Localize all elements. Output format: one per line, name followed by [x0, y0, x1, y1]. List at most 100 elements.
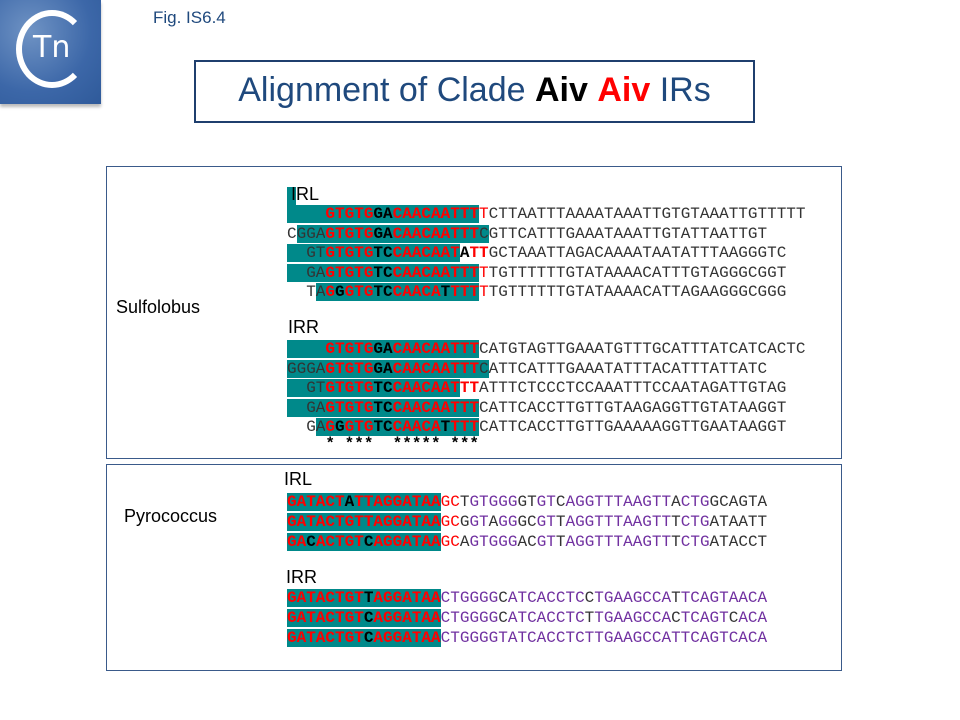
highlighted-segment: GA [373, 205, 393, 223]
sequence-segment: TGTTTTTTGTATAAAACATTTGTAGGGCGGT [488, 264, 787, 282]
sequence-segment: T [459, 493, 470, 511]
highlighted-segment: GATACT [287, 493, 345, 511]
highlighted-segment: C [479, 360, 489, 378]
sequence-segment: TGAAGCCA [594, 589, 672, 607]
sulfolobus-irr-sequence-row: GAGGGTGTCCAACATTTTCATTCACCTTGTTGAAAAAGGT… [287, 418, 787, 436]
highlighted-segment: GGA [296, 225, 326, 243]
highlighted-segment: GTGTG [325, 399, 374, 417]
highlighted-segment: T [363, 589, 374, 607]
sequence-segment: GC [440, 533, 460, 551]
sequence-segment: ATTTCTCCCTCCAAATTTCCAATAGATTGTAG [479, 379, 787, 397]
highlighted-segment: TC [373, 379, 393, 397]
sequence-segment: C [728, 609, 739, 627]
highlighted-segment: A [315, 418, 326, 436]
highlighted-segment: GGGA [287, 360, 326, 378]
highlighted-segment: GA [373, 360, 393, 378]
sequence-segment: T [555, 533, 566, 551]
highlighted-segment: CAACAATTT [392, 225, 480, 243]
sequence-segment: GT [536, 533, 556, 551]
highlighted-segment: CAACAATTT [392, 264, 480, 282]
highlighted-segment: GATACTGT [287, 609, 364, 627]
sequence-segment: ATAATT [709, 513, 768, 531]
highlighted-segment: T [440, 418, 451, 436]
sequence-segment: GTTCATTTGAAATAAATTGTATTAATTGT [488, 225, 768, 243]
highlighted-segment: AGGATAA [373, 533, 441, 551]
sulfolobus-irr-sequence-row: GTGTGGACAACAATTTCATGTAGTTGAAATGTTTGCATTT… [287, 340, 806, 358]
highlighted-segment: CAACA [392, 418, 441, 436]
sequence-segment: ACA [738, 609, 768, 627]
highlighted-segment: GA [373, 340, 393, 358]
sequence-segment: C [498, 609, 508, 627]
sequence-segment: T [584, 609, 595, 627]
highlighted-segment: TC [373, 283, 393, 301]
title-space [588, 71, 597, 109]
pyrococcus-irl-sequence-row: GACACTGTCAGGATAAGCAGTGGGACGTTAGGTTTAAGTT… [287, 533, 767, 551]
highlighted-segment: GTG [344, 418, 374, 436]
sequence-segment: T [671, 533, 681, 551]
sequence-segment: AGGTTTAAGTT [565, 513, 672, 531]
highlighted-segment: AGGATAA [373, 589, 441, 607]
pyrococcus-irr-sequence-row: GATACTGTCAGGATAACTGGGGTATCACCTCTTGAAGCCA… [287, 629, 768, 647]
sequence-segment: G [459, 513, 470, 531]
highlighted-segment: AGGATAA [373, 609, 441, 627]
sulfolobus-irl-sequence-row: GTGTGTGTCCAACAATATTGCTAAATTAGACAAAATAATA… [287, 244, 786, 262]
sequence-segment: A [488, 513, 499, 531]
highlighted-segment: G [335, 283, 345, 301]
highlighted-segment: C [363, 609, 374, 627]
highlighted-segment: GT [306, 244, 326, 262]
highlighted-segment [287, 244, 307, 262]
highlighted-segment: GTGTG [325, 264, 374, 282]
highlighted-segment: GTGTG [325, 379, 374, 397]
conservation-stars: * *** ***** *** [287, 435, 480, 453]
highlighted-segment: GA [287, 533, 307, 551]
sulfolobus-irr-sequence-row: GAGTGTGTCCAACAATTTCATTCACCTTGTTGTAAGAGGT… [287, 399, 787, 417]
logo-text: Tn [33, 30, 71, 65]
sequence-segment: CTG [680, 493, 710, 511]
title-aiv-red: Aiv [597, 71, 651, 109]
sequence-segment: CATTCACCTTGTTGAAAAAGGTTGAATAAGGT [479, 418, 787, 436]
sequence-segment: A [671, 493, 681, 511]
sequence-segment: GC [440, 513, 460, 531]
sequence-segment: CTGGGG [440, 609, 499, 627]
highlighted-segment: G [335, 418, 345, 436]
sequence-segment: GTGGG [469, 533, 518, 551]
pyrococcus-irl-sequence-row: GATACTGTTAGGATAAGCGGTAGGGCGTTAGGTTTAAGTT… [287, 513, 768, 531]
sequence-segment: CTGGGGTATCACCTCTTGAAGCCATTCAGTCACA [440, 629, 768, 647]
sequence-segment: CATTCACCTTGTTGTAAGAGGTTGTATAAGGT [479, 399, 787, 417]
highlighted-segment: T [440, 283, 451, 301]
highlighted-segment: TC [373, 264, 393, 282]
sequence-segment: TGTTTTTTGTATAAAACATTAGAAGGGCGGG [488, 283, 787, 301]
highlighted-segment: GA [306, 264, 326, 282]
sulfolobus-irr-label: IRR [288, 317, 319, 337]
sequence-segment: C [555, 493, 566, 511]
pyrococcus-irl-sequence-row: GATACTATTAGGATAAGCTGTGGGGTGTCAGGTTTAAGTT… [287, 493, 767, 511]
pyrococcus-panel [106, 464, 842, 671]
sequence-segment: GT [536, 513, 556, 531]
title-text: Alignment of Clade [238, 71, 535, 109]
sequence-segment: TT [459, 379, 480, 397]
highlighted-segment: GATACTGT [287, 589, 364, 607]
sequence-segment: GG [498, 513, 518, 531]
sequence-segment: T [671, 513, 681, 531]
sequence-segment: TCAGTAACA [680, 589, 768, 607]
highlighted-segment: TTT [450, 283, 480, 301]
sequence-segment: CTGGGG [440, 589, 499, 607]
figure-label: Fig. IS6.4 [153, 8, 226, 27]
sequence-segment: GT [536, 493, 556, 511]
sulfolobus-label: Sulfolobus [116, 297, 201, 317]
highlighted-segment: GTGTG [325, 360, 374, 378]
highlighted-segment: A [344, 493, 355, 511]
sulfolobus-irl-sequence-row: TAGGGTGTCCAACATTTTTTGTTTTTTGTATAAAACATTA… [287, 283, 787, 301]
highlighted-segment [287, 399, 307, 417]
sequence-segment: TT [469, 244, 489, 262]
highlighted-segment: C [363, 533, 374, 551]
highlighted-segment: GATACTGT [287, 629, 364, 647]
highlighted-segment: CAACAAT [392, 379, 460, 397]
highlighted-segment: GTGTG [325, 205, 374, 223]
highlighted-segment [287, 340, 326, 358]
highlighted-segment: GTGTG [325, 340, 374, 358]
highlight-mark [287, 187, 296, 206]
sequence-segment: C [584, 589, 595, 607]
highlighted-segment: CAACA [392, 283, 441, 301]
